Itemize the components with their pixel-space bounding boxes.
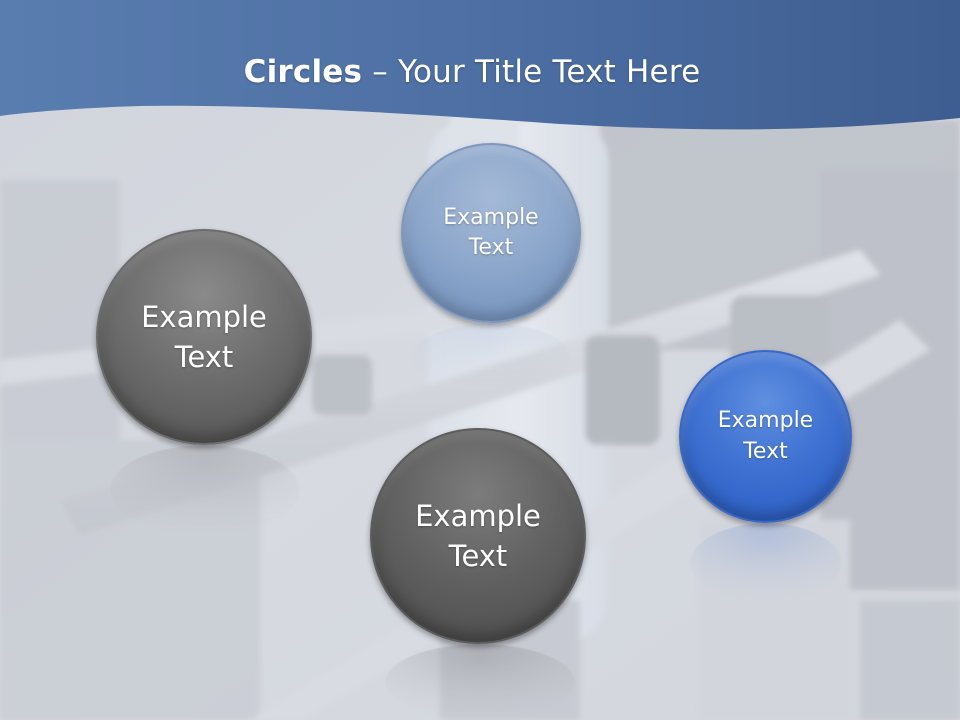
circle-label-line2: Text bbox=[468, 235, 514, 260]
circle-reflection bbox=[411, 323, 571, 393]
header-band bbox=[0, 0, 960, 130]
circle-label-line2: Text bbox=[174, 340, 234, 374]
circle-label: Example Text bbox=[141, 297, 267, 377]
slide-title: Circles – Your Title Text Here bbox=[0, 54, 944, 90]
circle-reflection bbox=[690, 523, 842, 603]
circle-label: Example Text bbox=[415, 496, 541, 576]
circle-label-line2: Text bbox=[448, 539, 508, 573]
circle-label-line1: Example bbox=[443, 204, 539, 230]
circle-label: Example Text bbox=[443, 203, 538, 264]
circle-gray-left[interactable]: Example Text bbox=[96, 229, 312, 445]
circle-label-line2: Text bbox=[743, 438, 788, 464]
circle-label-line1: Example bbox=[415, 498, 541, 533]
title-bold-part: Circles bbox=[243, 54, 363, 90]
circle-gray-bottom[interactable]: Example Text bbox=[370, 428, 586, 644]
circle-label: Example Text bbox=[718, 406, 813, 467]
circle-label-line1: Example bbox=[717, 408, 814, 434]
title-rest-part: – Your Title Text Here bbox=[362, 54, 701, 90]
circle-reflection bbox=[110, 445, 300, 535]
circle-label-line1: Example bbox=[141, 299, 267, 334]
circle-light-blue-top[interactable]: Example Text bbox=[401, 143, 581, 323]
circle-blue-right[interactable]: Example Text bbox=[679, 350, 852, 523]
circle-reflection bbox=[385, 644, 575, 720]
